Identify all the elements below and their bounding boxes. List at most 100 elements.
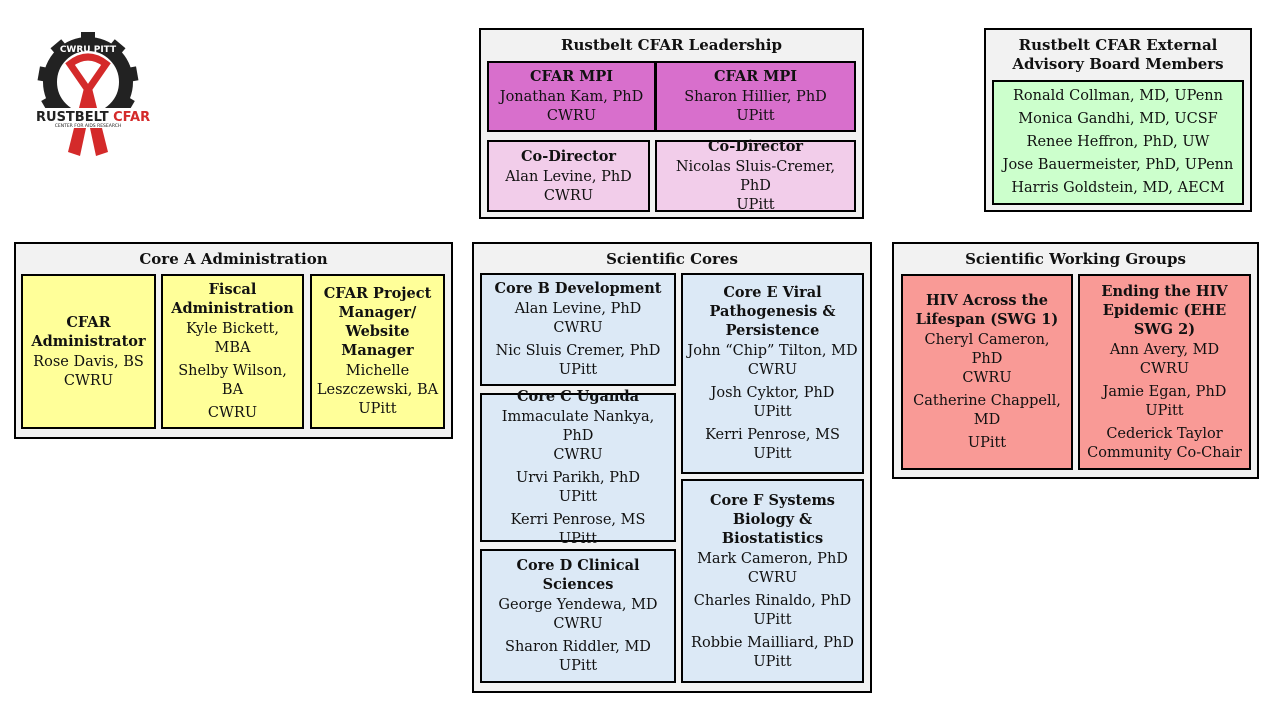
member-entry: CWRU	[167, 404, 298, 423]
member-name: Monica Gandhi, MD, UCSF	[1018, 111, 1218, 127]
member-entry: Ann Avery, MD CWRU	[1087, 341, 1242, 379]
member-name: Kerri Penrose, MS	[705, 427, 840, 443]
member-affiliation: CWRU	[553, 616, 603, 632]
member-name: Ronald Collman, MD, UPenn	[1013, 88, 1223, 104]
box-title: CFAR MPI	[529, 68, 614, 85]
member-affiliation: CWRU	[747, 569, 798, 586]
member-entry: Kyle Bickett, MBA	[167, 320, 298, 358]
member-affiliation: UPitt	[558, 362, 598, 378]
member-affiliation: UPitt	[558, 658, 598, 674]
member-list: Cheryl Cameron, PhD CWRU Catherine Chappel…	[907, 331, 1067, 453]
member-entry: Michelle Leszczewski, BA UPitt	[316, 362, 439, 419]
panel-title: Scientific Working Groups	[965, 250, 1186, 268]
box-title: Core C Uganda	[517, 387, 639, 405]
member-entry: Shelby Wilson, BA	[167, 362, 298, 400]
member-name: CWRU	[207, 405, 258, 421]
box-title: Core F Systems Biology & Biostatistics	[710, 491, 835, 547]
member-entry: Catherine Chappell, MD	[907, 392, 1067, 430]
member-name: Cederick Taylor	[1106, 425, 1223, 442]
member-list: Michelle Leszczewski, BA UPitt	[316, 362, 439, 419]
member-affiliation: UPitt	[736, 197, 775, 213]
member-entry: Kerri Penrose, MS UPitt	[687, 426, 857, 464]
member-affiliation: UPitt	[358, 401, 397, 417]
member-name: Charles Rinaldo, PhD	[693, 592, 852, 609]
member-entry: Cheryl Cameron, PhD CWRU	[907, 331, 1067, 388]
member-name: George Yendewa, MD	[498, 597, 658, 613]
member-entry: George Yendewa, MD CWRU	[498, 596, 657, 634]
member-name: Sharon Hillier, PhD	[684, 89, 827, 105]
member-entry: Robbie Mailliard, PhD UPitt	[691, 634, 854, 672]
member-entry: Jamie Egan, PhD UPitt	[1087, 383, 1242, 421]
member-affiliation: CWRU	[543, 187, 594, 204]
member-list: Kyle Bickett, MBA Shelby Wilson, BA CWRU	[167, 320, 298, 423]
member-name: Nic Sluis Cremer, PhD	[495, 343, 661, 359]
member-name: Immaculate Nankya, PhD	[501, 408, 655, 444]
box-title: CFAR MPI	[713, 68, 798, 85]
member-name: Jonathan Kam, PhD	[499, 89, 644, 105]
member-entry: Alan Levine, PhD CWRU	[505, 168, 632, 206]
member-list: Alan Levine, PhD CWRU	[505, 168, 632, 206]
member-name: Rose Davis, BS	[33, 353, 144, 370]
box-title: HIV Across the Lifespan (SWG 1)	[915, 292, 1059, 328]
member-name: Robbie Mailliard, PhD	[691, 634, 854, 651]
member-name: Alan Levine, PhD	[505, 168, 632, 185]
org-box: Ending the HIV Epidemic (EHE SWG 2)Ann A…	[1078, 274, 1251, 470]
member-entry: Monica Gandhi, MD, UCSF	[1003, 110, 1234, 129]
member-affiliation: CWRU	[63, 372, 114, 389]
box-title: Fiscal Administration	[171, 281, 294, 317]
member-entry: Renee Heffron, PhD, UW	[1003, 133, 1234, 152]
svg-text:CENTER FOR AIDS RESEARCH: CENTER FOR AIDS RESEARCH	[55, 123, 122, 129]
box-title: Ending the HIV Epidemic (EHE SWG 2)	[1101, 282, 1228, 338]
member-entry: Charles Rinaldo, PhD UPitt	[691, 592, 854, 630]
member-entry: Jonathan Kam, PhD CWRU	[500, 88, 643, 126]
member-name: Ann Avery, MD	[1109, 341, 1220, 358]
member-affiliation: UPitt	[753, 404, 792, 420]
org-box: HIV Across the Lifespan (SWG 1)Cheryl Ca…	[901, 274, 1073, 470]
box-title: Core E Viral Pathogenesis & Persistence	[709, 284, 836, 339]
box-title: Co-Director	[520, 147, 616, 165]
member-affiliation: UPitt	[558, 488, 598, 505]
member-entry: Nic Sluis Cremer, PhD UPitt	[496, 342, 661, 380]
member-name: Renee Heffron, PhD, UW	[1026, 134, 1210, 150]
member-name: Urvi Parikh, PhD	[516, 469, 640, 486]
member-affiliation: CWRU	[546, 108, 597, 124]
panel-title: Rustbelt CFAR External Advisory Board Me…	[1012, 36, 1224, 73]
member-affiliation: UPitt	[1145, 402, 1184, 419]
panel-title: Scientific Cores	[606, 250, 738, 268]
member-name: Michelle Leszczewski, BA	[316, 363, 439, 398]
member-affiliation: UPitt	[558, 530, 598, 547]
member-affiliation: UPitt	[753, 446, 792, 462]
member-entry: Harris Goldstein, MD, AECM	[1003, 179, 1234, 198]
member-entry: Urvi Parikh, PhD UPitt	[486, 469, 670, 507]
member-list: Jonathan Kam, PhD CWRU	[500, 88, 643, 126]
member-list: George Yendewa, MD CWRU Sharon Riddler, MD…	[498, 596, 657, 676]
member-name: Jamie Egan, PhD	[1102, 383, 1227, 400]
member-affiliation: UPitt	[753, 653, 792, 670]
member-affiliation: CWRU	[962, 370, 1012, 386]
member-affiliation: UPitt	[753, 611, 792, 628]
member-name: Cheryl Cameron, PhD	[924, 332, 1050, 367]
member-affiliation: CWRU	[1139, 360, 1190, 377]
